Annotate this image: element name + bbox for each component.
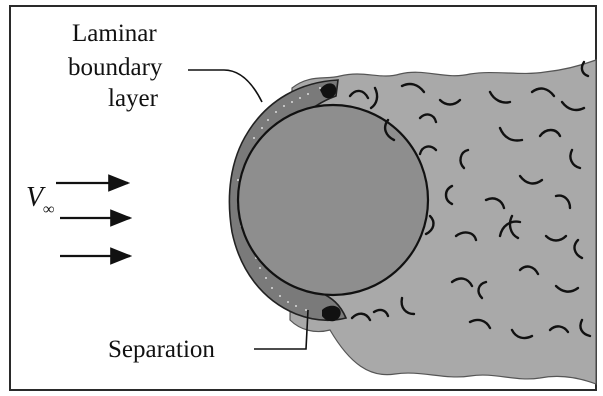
boundary-layer-label-line3: layer bbox=[108, 85, 159, 112]
freestream-velocity-subscript: ∞ bbox=[43, 201, 54, 218]
boundary-layer-label-line1: Laminar bbox=[72, 20, 157, 47]
boundary-layer-leader-line bbox=[188, 70, 262, 102]
separation-label: Separation bbox=[108, 336, 215, 363]
freestream-arrows bbox=[56, 183, 130, 256]
boundary-layer-label-line2: boundary bbox=[68, 54, 163, 81]
cylinder bbox=[238, 105, 428, 295]
